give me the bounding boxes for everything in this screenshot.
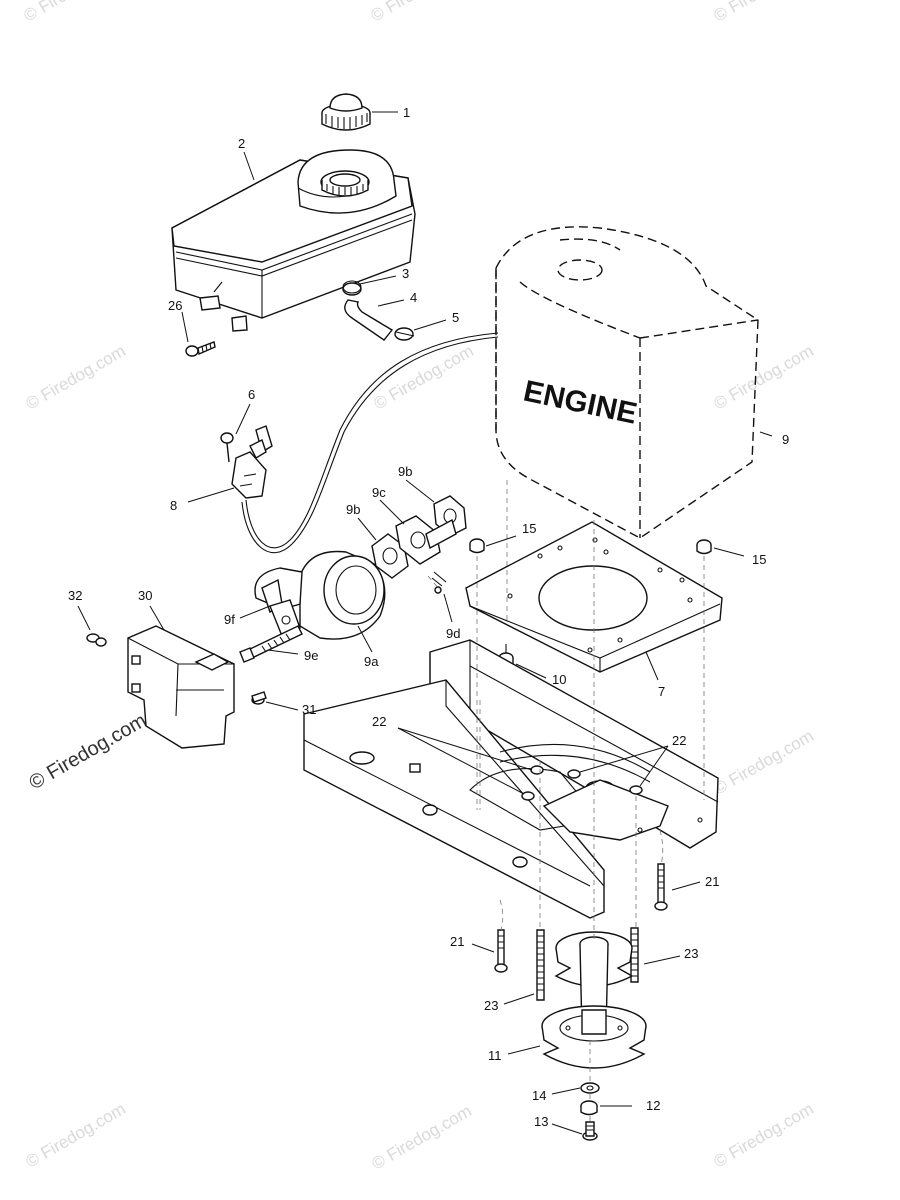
callout-22-left: 22 [372, 714, 386, 729]
stud-23 [536, 929, 545, 1001]
alignment-lines [427, 480, 705, 1122]
callout-15-right: 15 [752, 552, 766, 567]
callout-21-left: 21 [450, 934, 464, 949]
callout-9b-left: 9b [346, 502, 360, 517]
callout-9: 9 [782, 432, 789, 447]
throttle-cable [241, 336, 499, 554]
callout-23-right: 23 [684, 946, 698, 961]
callout-8: 8 [170, 498, 177, 513]
watermark: © Firedog.com [711, 1099, 817, 1171]
callout-9c: 9c [372, 485, 386, 500]
bolt-15 [469, 538, 485, 554]
heat-shield [127, 625, 235, 749]
callout-15-left: 15 [522, 521, 536, 536]
leader-lines [77, 111, 773, 1135]
throttle-cable [245, 332, 499, 549]
watermark: © Firedog.com [369, 1101, 475, 1173]
callout-9e: 9e [304, 648, 318, 663]
bolt-21 [494, 929, 508, 973]
callout-9b-right: 9b [398, 464, 412, 479]
throttle-control [220, 425, 273, 499]
callout-2: 2 [238, 136, 245, 151]
callout-9f: 9f [224, 612, 235, 627]
callout-7: 7 [658, 684, 665, 699]
callout-1: 1 [403, 105, 410, 120]
engine-label: ENGINE [521, 375, 640, 431]
callout-10: 10 [552, 672, 566, 687]
callout-22-right: 22 [672, 733, 686, 748]
fuel-tank [171, 149, 416, 332]
washer-14 [580, 1082, 600, 1094]
fuel-cap [321, 93, 371, 131]
callout-9a: 9a [364, 654, 379, 669]
watermark: © Firedog.com [711, 0, 817, 25]
watermark: © Firedog.com [371, 341, 477, 413]
callout-12: 12 [646, 1098, 660, 1113]
bolt-13 [582, 1121, 598, 1141]
nut-32 [86, 633, 107, 647]
watermark-prominent: © Firedog.com [26, 710, 151, 795]
callout-31: 31 [302, 702, 316, 717]
callout-9d: 9d [446, 626, 460, 641]
muffler-gaskets [371, 495, 467, 594]
callout-3: 3 [402, 266, 409, 281]
screw-26 [185, 341, 216, 357]
bolt-21 [654, 863, 668, 911]
bolt-15 [696, 539, 712, 555]
callout-21-right: 21 [705, 874, 719, 889]
watermark: © Firedog.com [711, 726, 817, 798]
callout-13: 13 [534, 1114, 548, 1129]
pulley-assembly [541, 931, 647, 1069]
stud-23 [630, 927, 639, 983]
fuel-line-assembly [342, 280, 415, 341]
callout-30: 30 [138, 588, 152, 603]
engine: ENGINE [495, 226, 759, 539]
screw-31 [251, 691, 267, 705]
muffler [254, 550, 386, 640]
watermark: © Firedog.com [368, 0, 474, 25]
nut-12 [580, 1100, 598, 1116]
callout-14: 14 [532, 1088, 546, 1103]
watermark: © Firedog.com [21, 0, 127, 25]
callout-11: 11 [488, 1048, 502, 1063]
chassis-frame [303, 639, 719, 919]
bolt-9e [239, 625, 303, 663]
callout-4: 4 [410, 290, 417, 305]
watermark: © Firedog.com [23, 1099, 129, 1171]
watermark: © Firedog.com [23, 341, 129, 413]
callout-labels: 1 2 3 4 5 26 6 8 9 9b 9c 9b 9d 9a 9f 9e … [68, 105, 789, 1129]
callout-23-left: 23 [484, 998, 498, 1013]
callout-32: 32 [68, 588, 82, 603]
callout-26: 26 [168, 298, 182, 313]
watermark: © Firedog.com [711, 341, 817, 413]
nut-22 [521, 765, 643, 801]
callout-6: 6 [248, 387, 255, 402]
callout-5: 5 [452, 310, 459, 325]
